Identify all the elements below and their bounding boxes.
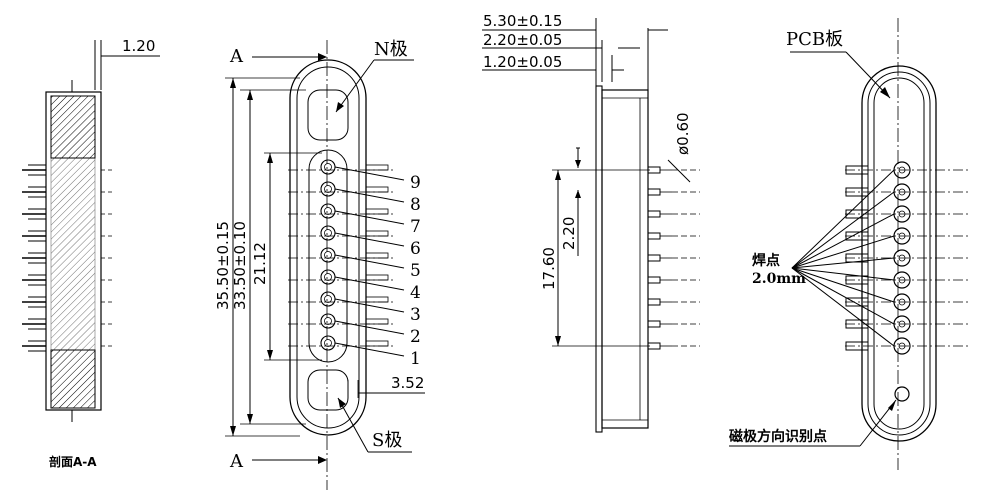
solder-leader <box>791 235 895 269</box>
dim-pin-diameter: ø0.60 <box>674 112 692 155</box>
front-pin: 8 <box>288 181 421 215</box>
side-pin <box>647 188 700 196</box>
section-pins <box>22 164 112 352</box>
pcb-pad <box>845 315 968 333</box>
pin-number: 2 <box>410 327 421 347</box>
polarity-mark-label: 磁极方向识别点 <box>729 428 827 445</box>
front-pin: 3 <box>288 291 421 325</box>
pin-number: 8 <box>410 195 421 215</box>
dim-depth-a: 5.30±0.15 <box>483 12 562 30</box>
section-pin <box>22 340 112 352</box>
solder-leaders <box>791 169 895 347</box>
solder-leader <box>791 191 895 269</box>
section-pin <box>22 318 112 330</box>
pcb-pad <box>845 205 968 223</box>
pcb-pad <box>845 161 968 179</box>
pcb-pad <box>845 183 968 201</box>
section-caption: 剖面A-A <box>49 454 97 469</box>
front-pin: 7 <box>288 203 421 237</box>
pin-number: 6 <box>410 239 421 259</box>
pcb-view: PCB板 焊点 2.0mm 磁极方向识别点 <box>729 18 968 470</box>
pin-number: 7 <box>410 217 421 237</box>
solder-leader <box>791 267 895 281</box>
side-pins <box>647 166 700 350</box>
front-pin: 6 <box>288 225 421 259</box>
section-pin <box>22 186 112 198</box>
solder-leader <box>791 267 895 325</box>
solder-leader <box>791 267 895 347</box>
dim-pitch: 2.20 <box>560 217 578 250</box>
pcb-pad <box>845 271 968 289</box>
pcb-pad <box>845 337 968 355</box>
pin-number: 3 <box>410 305 421 325</box>
front-pin: 9 <box>288 159 421 193</box>
side-pin <box>647 276 700 284</box>
solder-leader <box>791 213 895 269</box>
front-pin: 1 <box>288 335 421 369</box>
front-pin: 5 <box>288 247 421 281</box>
dim-width: 3.52 <box>391 374 424 392</box>
front-pin: 4 <box>288 269 421 303</box>
side-pin <box>647 232 700 240</box>
s-pole-label: S极 <box>372 430 402 451</box>
solder-leader <box>791 267 895 303</box>
solder-leader <box>791 169 895 269</box>
side-pin <box>647 298 700 306</box>
side-pin <box>647 342 700 350</box>
side-view: 5.30±0.15 2.20±0.05 1.20±0.05 ø0.60 2.20… <box>482 12 700 433</box>
front-pin: 2 <box>288 313 421 347</box>
side-pin <box>647 254 700 262</box>
side-pin <box>647 320 700 328</box>
n-pole-label: N极 <box>374 39 408 60</box>
dim-pins-span: 21.12 <box>251 242 269 285</box>
side-pin <box>647 210 700 218</box>
pin-number: 4 <box>410 283 421 303</box>
dim-inner-length: 33.50±0.10 <box>231 221 249 310</box>
section-pin <box>22 164 112 176</box>
dim-depth-b: 2.20±0.05 <box>483 31 562 49</box>
dim-pin-span: 17.60 <box>540 247 558 290</box>
section-pin <box>22 208 112 220</box>
section-pin <box>22 252 112 264</box>
section-dim-top: 1.20 <box>122 37 155 55</box>
pin-number: 5 <box>410 261 421 281</box>
solder-leader <box>791 257 895 269</box>
side-pin <box>647 166 700 174</box>
solder-label: 焊点 <box>752 252 780 269</box>
pcb-pads <box>845 161 968 355</box>
pin-number: 1 <box>410 349 421 369</box>
section-mark-bottom: A <box>229 451 244 472</box>
section-pin <box>22 230 112 242</box>
dim-overall-length: 35.50±0.15 <box>214 221 232 310</box>
solder-size: 2.0mm <box>752 271 806 287</box>
pin-number: 9 <box>410 173 421 193</box>
section-view: 1.20 剖面A-A <box>22 37 160 469</box>
section-pin <box>22 274 112 286</box>
pcb-label: PCB板 <box>786 29 843 50</box>
pcb-pad <box>845 249 968 267</box>
section-mark-top: A <box>229 46 244 67</box>
dim-depth-c: 1.20±0.05 <box>483 53 562 71</box>
section-pin <box>22 296 112 308</box>
